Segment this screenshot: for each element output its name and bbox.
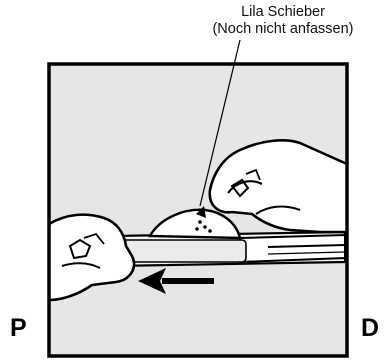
left-hand: [47, 213, 136, 302]
callout-line-1: Lila Schieber: [241, 4, 325, 20]
slider-callout-label: Lila Schieber (Noch nicht anfassen): [178, 4, 388, 38]
callout-line-2: (Noch nicht anfassen): [212, 21, 354, 37]
device-body: [110, 230, 347, 268]
arrow-left-icon: [138, 268, 214, 294]
right-hand: [208, 139, 349, 234]
panel-frame: [47, 62, 349, 358]
proximal-label: P: [10, 314, 27, 342]
callout-pointer-line: [199, 39, 241, 207]
distal-label: D: [361, 314, 380, 342]
purple-slider[interactable]: [147, 206, 242, 240]
